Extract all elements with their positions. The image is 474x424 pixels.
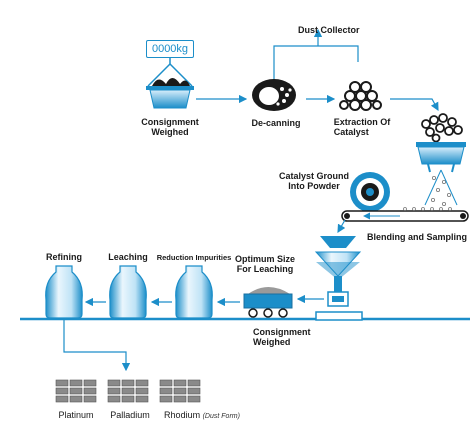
ingot-stack-1 <box>55 379 97 403</box>
catalyst-honeycomb-icon <box>339 81 382 111</box>
cart-icon <box>243 287 293 318</box>
scale-icon <box>146 56 194 109</box>
scale-readout: 0000kg <box>146 40 194 58</box>
ingot-stacks <box>55 379 201 403</box>
tank-refining <box>45 265 83 319</box>
label-catalyst-ground: Catalyst Ground Into Powder <box>278 171 350 191</box>
label-reduction-impurities: Reduction Impurities <box>156 253 232 262</box>
metal-label-palladium: Palladium <box>110 410 150 420</box>
tank-reduction <box>175 265 213 319</box>
label-optimum-size: Optimum Size For Leaching <box>234 254 296 274</box>
arrow-extract-to-hopper <box>390 98 439 112</box>
conveyor-belt <box>341 207 469 222</box>
arrow-belt-to-blender <box>337 219 346 234</box>
decanning-icon <box>252 79 296 111</box>
rhodium-note: (Dust Form) <box>202 413 240 420</box>
label-consignment-weighed-top: Consignment Weighed <box>141 117 199 137</box>
ingot-stack-3 <box>159 379 201 403</box>
falling-powder <box>430 175 451 206</box>
ingot-stack-2 <box>107 379 149 403</box>
catalyst-pieces-icon <box>421 113 463 143</box>
arrow-refining-to-metals <box>63 320 131 372</box>
metal-label-platinum: Platinum <box>58 410 94 420</box>
tank-leaching <box>109 265 147 319</box>
grinding-drum-icon <box>350 172 390 212</box>
label-blending-sampling: Blending and Sampling <box>367 232 468 242</box>
hopper-icon <box>416 142 466 173</box>
label-refining: Refining <box>46 252 82 262</box>
label-consignment-weighed-bottom: Consignment Weighed <box>253 327 311 347</box>
dust-loop-line <box>273 45 359 79</box>
blender-icon <box>314 236 362 307</box>
label-extraction: Extraction Of Catalyst <box>333 117 391 137</box>
label-decanning: De-canning <box>251 118 301 128</box>
label-dust-collector: Dust Collector <box>298 25 360 35</box>
metal-label-rhodium: Rhodium (Dust Form) <box>164 410 240 420</box>
label-leaching: Leaching <box>108 252 148 262</box>
